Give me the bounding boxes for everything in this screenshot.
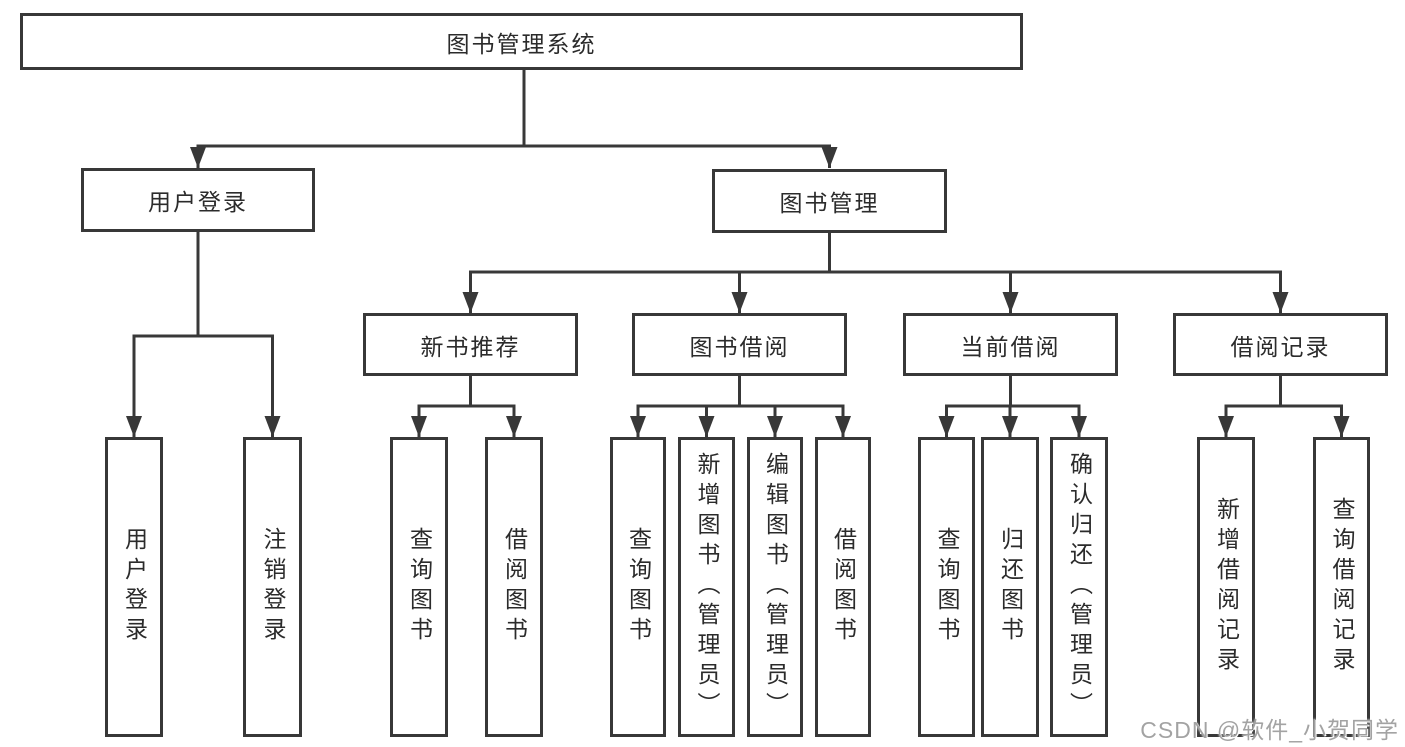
connector-recommendation-to-leaves: [411, 376, 522, 437]
node-label: 用户登录: [148, 189, 248, 215]
connector-borrowing-to-leaves: [630, 376, 851, 437]
node-label: 查询图书: [934, 527, 960, 647]
node-label: 确认归还（管理员）: [1066, 452, 1093, 722]
node-label: 新书推荐: [420, 333, 521, 360]
node-current-borrowing: 当前借阅: [903, 313, 1118, 376]
node-label: 新增图书（管理员）: [694, 452, 720, 722]
node-label: 新增借阅记录: [1213, 497, 1240, 677]
connector-userlogin-to-leaves: [126, 232, 281, 437]
leaf-current-query-books: 查询图书: [918, 437, 975, 737]
connector-current-to-leaves: [938, 376, 1087, 437]
leaf-current-return-books: 归还图书: [981, 437, 1039, 737]
watermark: CSDN @软件_小贺同学: [1140, 717, 1399, 743]
leaf-borrowing-add-books-admin: 新增图书（管理员）: [678, 437, 735, 737]
connector-records-to-leaves: [1218, 376, 1350, 437]
node-label: 查询借阅记录: [1329, 497, 1355, 677]
leaf-logout: 注销登录: [243, 437, 302, 737]
node-new-book-recommendation: 新书推荐: [363, 313, 578, 376]
leaf-borrowing-query-books: 查询图书: [610, 437, 666, 737]
node-label: 借阅图书: [830, 527, 857, 647]
connector-root-to-level2: [190, 70, 838, 168]
leaf-recommendation-borrow-books: 借阅图书: [485, 437, 543, 737]
leaf-recommendation-query-books: 查询图书: [390, 437, 448, 737]
node-label: 用户登录: [121, 527, 148, 647]
node-label: 图书管理系统: [446, 30, 597, 57]
node-book-management: 图书管理: [712, 169, 947, 233]
node-library-management-system: 图书管理系统: [20, 13, 1023, 70]
node-label: 当前借阅: [960, 333, 1061, 360]
node-label: 编辑图书（管理员）: [762, 452, 789, 722]
node-label: 查询图书: [406, 527, 433, 647]
leaf-current-confirm-return-admin: 确认归还（管理员）: [1050, 437, 1108, 737]
node-label: 注销登录: [260, 527, 286, 647]
node-label: 归还图书: [997, 527, 1024, 647]
node-label: 借阅图书: [501, 527, 528, 647]
leaf-records-add-record: 新增借阅记录: [1197, 437, 1255, 737]
leaf-borrowing-borrow-books: 借阅图书: [815, 437, 871, 737]
node-label: 图书管理: [779, 190, 880, 216]
node-user-login: 用户登录: [81, 168, 315, 232]
leaf-records-query-record: 查询借阅记录: [1313, 437, 1370, 737]
leaf-user-login: 用户登录: [105, 437, 163, 737]
node-label: 图书借阅: [689, 333, 790, 360]
node-label: 借阅记录: [1230, 333, 1331, 360]
leaf-borrowing-edit-books-admin: 编辑图书（管理员）: [747, 437, 803, 737]
node-borrowing-records: 借阅记录: [1173, 313, 1388, 376]
node-label: 查询图书: [625, 527, 652, 647]
connector-bookmanagement-to-level3: [462, 233, 1289, 313]
node-book-borrowing: 图书借阅: [632, 313, 847, 376]
